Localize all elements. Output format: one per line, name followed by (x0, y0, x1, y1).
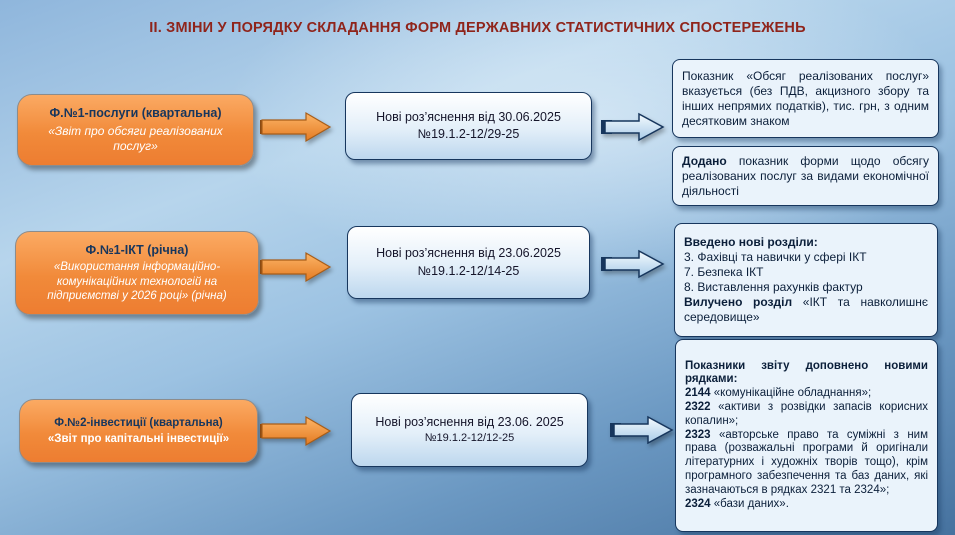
note-line-1: Нові роз’яснення від 23.06.2025 (376, 246, 561, 260)
detail-box-sections: Введено нові розділи:3. Фахівці та навич… (674, 223, 938, 337)
form-title: Ф.№1-ІКТ (річна) (85, 242, 189, 257)
arrow-right-icon (610, 415, 674, 445)
note-box-3: Нові роз’яснення від 23.06. 2025 №19.1.2… (351, 393, 588, 467)
form-subtitle: «Звіт про обсяги реалізованих послуг» (48, 123, 223, 153)
slide-title: ІІ. ЗМІНИ У ПОРЯДКУ СКЛАДАННЯ ФОРМ ДЕРЖА… (149, 20, 806, 36)
note-line-2: №19.1.2-12/14-25 (417, 263, 520, 278)
form-title: Ф.№2-інвестиції (квартальна) (54, 416, 223, 429)
arrow-right-icon (601, 112, 665, 142)
arrow-right-icon (601, 249, 665, 279)
form-box-f2-investytsii: Ф.№2-інвестиції (квартальна) «Звіт про к… (19, 399, 258, 463)
form-subtitle: «Використання інформаційно-комунікаційни… (47, 261, 227, 302)
detail-box-indicator: Показник «Обсяг реалізованих послуг» вка… (672, 59, 939, 138)
arrow-right-icon (260, 251, 332, 283)
form-title: Ф.№1-послуги (квартальна) (49, 106, 222, 121)
note-box-1: Нові роз’яснення від 30.06.2025 №19.1.2-… (345, 92, 592, 160)
note-line-1: Нові роз’яснення від 23.06. 2025 (375, 414, 564, 429)
arrow-right-icon (260, 415, 332, 447)
form-box-f1-ikt: Ф.№1-ІКТ (річна) «Використання інформаці… (15, 231, 259, 315)
note-line-2: №19.1.2-12/12-25 (424, 432, 515, 445)
detail-box-rows: Показники звіту доповнено новими рядками… (675, 339, 938, 532)
note-line-1: Нові роз’яснення від 30.06.2025 (376, 109, 561, 124)
arrow-right-icon (260, 111, 332, 143)
note-line-2: №19.1.2-12/29-25 (417, 127, 520, 141)
form-box-f1-poslugy: Ф.№1-послуги (квартальна) «Звіт про обся… (17, 94, 254, 166)
note-box-2: Нові роз’яснення від 23.06.2025 №19.1.2-… (347, 226, 590, 299)
form-subtitle: «Звіт про капітальні інвестиції» (47, 433, 230, 445)
detail-box-added: Додано показник форми щодо обсягу реаліз… (672, 146, 939, 206)
